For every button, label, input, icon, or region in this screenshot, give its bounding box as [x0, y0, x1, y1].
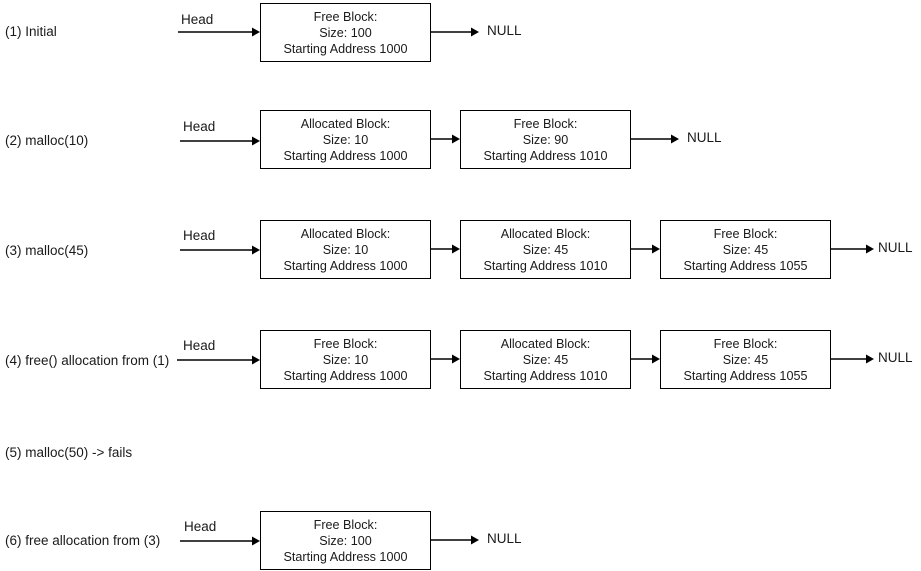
block-kind: Free Block: — [713, 226, 778, 241]
block-address: Starting Address 1010 — [483, 368, 608, 383]
null-arrow-3 — [831, 244, 874, 254]
block-address: Starting Address 1010 — [483, 258, 608, 273]
block-kind: Free Block: — [313, 9, 378, 24]
block-kind: Allocated Block: — [500, 336, 591, 351]
head-label-2: Head — [183, 119, 216, 134]
block-size: Size: 10 — [322, 352, 369, 367]
block-node: Free Block: Size: 100 Starting Address 1… — [260, 3, 431, 62]
step-label-6: (6) free allocation from (3) — [5, 533, 161, 548]
block-size: Size: 45 — [722, 352, 769, 367]
block-kind: Allocated Block: — [500, 226, 591, 241]
step-label-1: (1) Initial — [5, 24, 57, 39]
block-node: Allocated Block: Size: 10 Starting Addre… — [260, 110, 431, 169]
block-address: Starting Address 1000 — [283, 368, 408, 383]
block-address: Starting Address 1055 — [683, 258, 808, 273]
node-connector-arrow — [631, 354, 660, 364]
block-node: Free Block: Size: 45 Starting Address 10… — [660, 220, 831, 279]
block-node: Free Block: Size: 90 Starting Address 10… — [460, 110, 631, 169]
block-address: Starting Address 1000 — [283, 549, 408, 564]
block-node: Allocated Block: Size: 45 Starting Addre… — [460, 220, 631, 279]
block-address: Starting Address 1000 — [283, 258, 408, 273]
null-arrow-6 — [431, 535, 479, 545]
diagram-row-step-1: (1) Initial Head Free Block: Size: 100 S… — [0, 0, 921, 70]
null-label-6: NULL — [487, 531, 522, 546]
step-label-5: (5) malloc(50) -> fails — [5, 445, 133, 460]
node-connector-arrow — [431, 134, 460, 144]
node-connector-arrow — [431, 354, 460, 364]
block-kind: Free Block: — [713, 336, 778, 351]
block-size: Size: 45 — [522, 352, 569, 367]
block-size: Size: 45 — [522, 242, 569, 257]
node-connector-arrow — [431, 244, 460, 254]
head-label-3: Head — [183, 228, 216, 243]
null-arrow-4 — [831, 354, 874, 364]
block-node: Free Block: Size: 45 Starting Address 10… — [660, 330, 831, 389]
node-connector-arrow — [631, 244, 660, 254]
null-arrow-1 — [431, 27, 479, 37]
block-size: Size: 90 — [522, 132, 569, 147]
null-label-2: NULL — [687, 130, 722, 145]
block-kind: Free Block: — [313, 517, 378, 532]
diagram-row-step-2: (2) malloc(10) Head Allocated Block: Siz… — [0, 107, 921, 177]
block-kind: Allocated Block: — [300, 226, 391, 241]
block-node: Free Block: Size: 100 Starting Address 1… — [260, 511, 431, 570]
step-label-3: (3) malloc(45) — [5, 243, 89, 258]
step-label-2: (2) malloc(10) — [5, 133, 89, 148]
diagram-row-step-6: (6) free allocation from (3) Head Free B… — [0, 508, 921, 571]
head-arrow-4 — [177, 355, 260, 365]
null-label-3: NULL — [878, 240, 913, 255]
head-label-4: Head — [183, 338, 216, 353]
block-kind: Free Block: — [313, 336, 378, 351]
null-arrow-2 — [631, 134, 679, 144]
block-address: Starting Address 1000 — [283, 148, 408, 163]
diagram-row-step-4: (4) free() allocation from (1) Head Free… — [0, 327, 921, 397]
block-size: Size: 100 — [319, 533, 372, 548]
block-size: Size: 100 — [319, 25, 372, 40]
head-arrow-3 — [180, 245, 260, 255]
block-kind: Free Block: — [513, 116, 578, 131]
head-arrow-2 — [180, 136, 260, 146]
block-size: Size: 10 — [322, 242, 369, 257]
block-address: Starting Address 1010 — [483, 148, 608, 163]
head-label-1: Head — [181, 12, 214, 27]
block-address: Starting Address 1055 — [683, 368, 808, 383]
head-arrow-6 — [180, 536, 260, 546]
block-size: Size: 45 — [722, 242, 769, 257]
block-node: Free Block: Size: 10 Starting Address 10… — [260, 330, 431, 389]
block-node: Allocated Block: Size: 45 Starting Addre… — [460, 330, 631, 389]
diagram-row-step-5: (5) malloc(50) -> fails — [0, 435, 921, 475]
head-arrow-1 — [178, 27, 260, 37]
block-size: Size: 10 — [322, 132, 369, 147]
diagram-row-step-3: (3) malloc(45) Head Allocated Block: Siz… — [0, 217, 921, 287]
head-label-6: Head — [184, 519, 217, 534]
block-address: Starting Address 1000 — [283, 41, 408, 56]
block-node: Allocated Block: Size: 10 Starting Addre… — [260, 220, 431, 279]
null-label-4: NULL — [878, 350, 913, 365]
block-kind: Allocated Block: — [300, 116, 391, 131]
step-label-4: (4) free() allocation from (1) — [5, 353, 170, 368]
null-label-1: NULL — [487, 23, 522, 38]
